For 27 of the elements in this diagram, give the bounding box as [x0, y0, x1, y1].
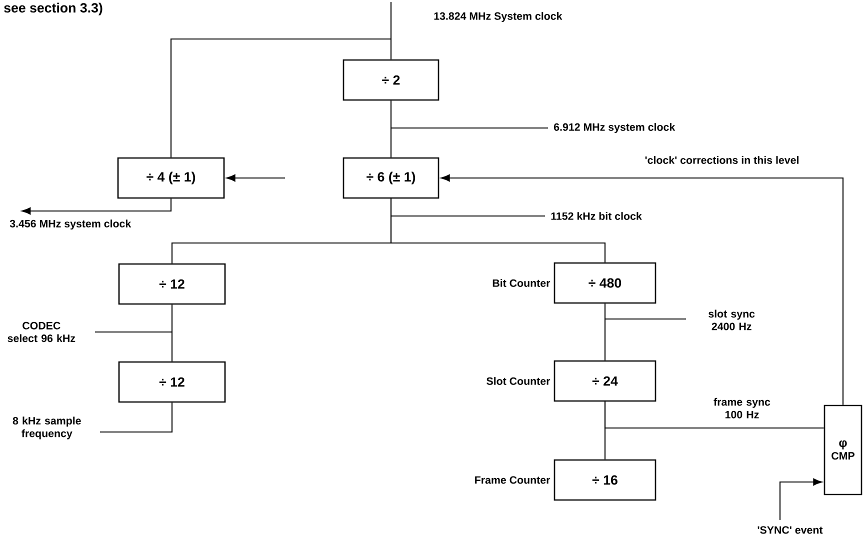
signal-line — [390, 198, 606, 262]
signal-line — [604, 303, 687, 361]
edge-label: 3.456 MHz system clock — [10, 220, 132, 230]
signal-line — [22, 198, 172, 215]
counter-label: Bit Counter — [492, 279, 550, 287]
counter-label: Slot Counter — [486, 377, 550, 385]
comparator-box: φ CMP — [824, 404, 862, 496]
edge-label: slot sync 2400 Hz — [708, 310, 755, 330]
signal-line — [170, 38, 391, 158]
signal-line — [779, 478, 822, 520]
signal-line — [390, 2, 392, 60]
signal-line — [94, 304, 173, 362]
edge-label: frame sync 100 Hz — [714, 398, 770, 418]
edge-label: CODEC select 96 kHz — [8, 322, 76, 342]
signal-line — [604, 402, 824, 429]
signal-line — [390, 100, 549, 158]
signal-line — [226, 174, 285, 182]
edge-label: 'SYNC' event — [758, 526, 823, 534]
edge-label: 'clock' corrections in this level — [645, 156, 798, 164]
counter-label: Frame Counter — [475, 476, 550, 484]
edge-label: 8 kHz sample frequency — [12, 416, 81, 440]
edge-label: 13.824 MHz System clock — [434, 12, 562, 22]
edge-label: 6.912 MHz system clock — [554, 123, 676, 133]
signal-line — [440, 174, 844, 405]
signal-line — [100, 402, 173, 433]
note-text: see section 3.3) — [4, 2, 102, 16]
edge-label: 1152 kHz bit clock — [551, 212, 642, 220]
